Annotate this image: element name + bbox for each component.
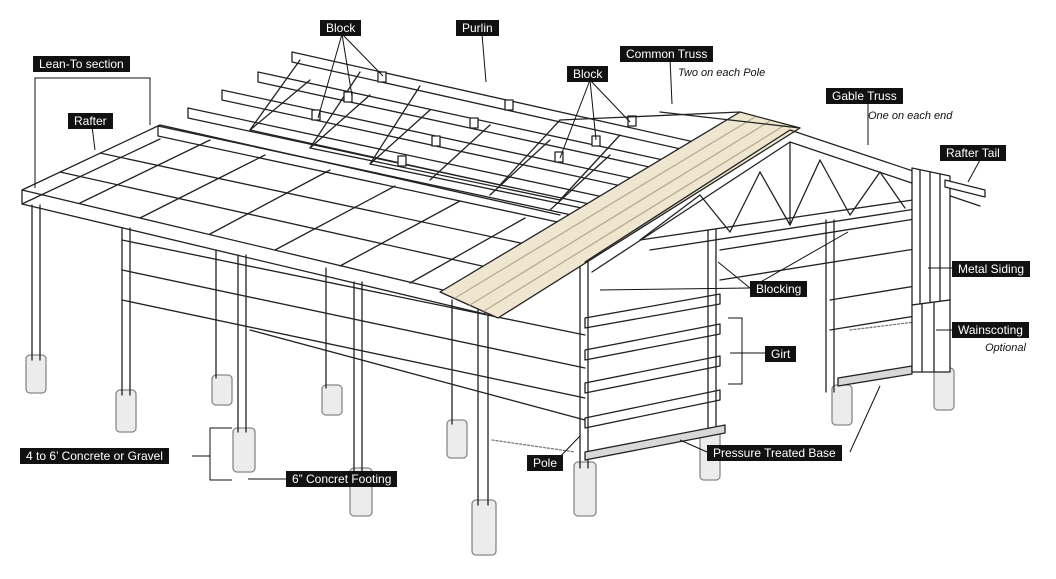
label-wainscoting: Wainscoting — [952, 322, 1029, 338]
note-wainscoting: Optional — [985, 342, 1026, 354]
label-pole: Pole — [527, 455, 564, 471]
leader-lines — [34, 33, 981, 481]
label-pressure-treated-base: Pressure Treated Base — [707, 445, 842, 461]
wall-girts — [121, 214, 941, 429]
label-rafter: Rafter — [68, 113, 113, 129]
roof-blocks — [311, 71, 637, 167]
lean-to-posts — [31, 204, 489, 506]
concrete-footings — [25, 354, 955, 556]
label-common-truss: Common Truss — [620, 46, 714, 62]
rafter-tail-beam — [944, 179, 986, 198]
label-gable-truss: Gable Truss — [826, 88, 903, 104]
note-common-truss: Two on each Pole — [678, 67, 766, 79]
pressure-treated-base-plank — [584, 365, 913, 461]
label-blocking: Blocking — [750, 281, 808, 297]
roof-panel — [439, 111, 801, 319]
label-block-top: Block — [320, 20, 362, 36]
label-girt: Girt — [765, 346, 797, 362]
label-block-right: Block — [567, 66, 609, 82]
label-purlin: Purlin — [456, 20, 499, 36]
wainscoting-panel — [911, 299, 951, 373]
label-concrete-footing: 6” Concret Footing — [286, 471, 398, 487]
metal-siding-panel — [911, 167, 951, 306]
label-lean-to-section: Lean-To section — [33, 56, 130, 72]
label-concrete-or-gravel: 4 to 6’ Concrete or Gravel — [20, 448, 169, 464]
label-metal-siding: Metal Siding — [952, 261, 1031, 277]
label-rafter-tail: Rafter Tail — [940, 145, 1006, 161]
note-gable-truss: One on each end — [868, 110, 953, 122]
